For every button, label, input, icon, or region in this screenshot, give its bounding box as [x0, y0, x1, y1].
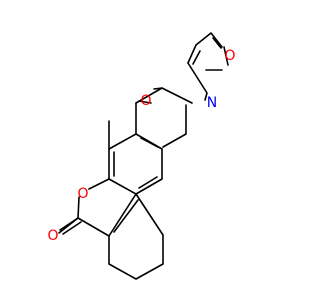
- bond-set: [58, 32, 229, 280]
- furan-oxygen-label: O: [224, 48, 235, 64]
- oxazine-ring-bonds: [135, 87, 193, 148]
- furan-ring-bonds: [187, 32, 229, 71]
- lactone-double-bonds: [113, 199, 139, 233]
- atom-labels: O O N O O: [47, 48, 235, 244]
- carbonyl-bond: [59, 217, 82, 235]
- furan-to-methylene-bond: [187, 62, 208, 101]
- lactone-oxygen-label: O: [77, 186, 88, 202]
- chemical-structure: O O N O O: [47, 32, 236, 280]
- aromatic-ring-bonds: [108, 102, 163, 195]
- nitrogen-label: N: [207, 95, 217, 111]
- furan-double-bonds: [192, 37, 222, 65]
- carbonyl-oxygen-label: O: [47, 228, 58, 244]
- aromatic-double-bonds: [113, 137, 159, 189]
- lactone-ring-bonds: [58, 178, 137, 237]
- oxazine-oxygen-label: O: [140, 93, 151, 109]
- cyclohexene-ring-bonds: [108, 193, 164, 280]
